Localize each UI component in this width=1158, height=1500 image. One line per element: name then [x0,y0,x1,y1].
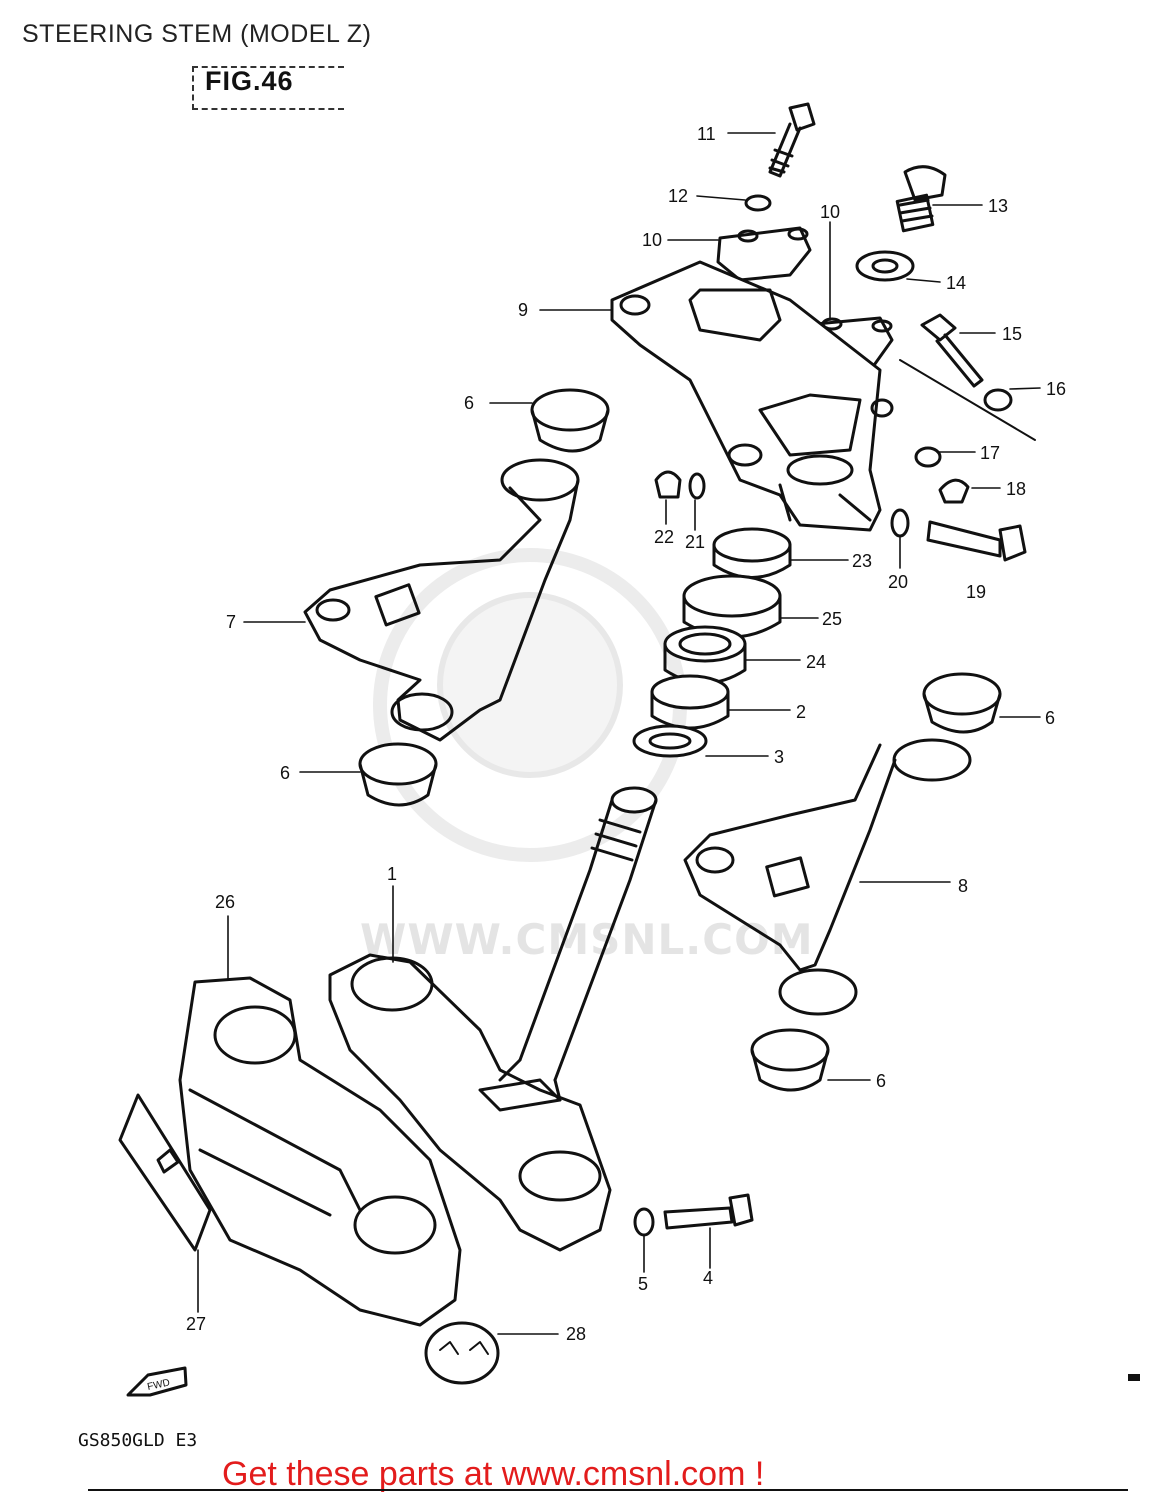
footer-divider [88,1489,1128,1491]
bracket-8 [683,738,972,1016]
washer-3 [632,724,708,758]
callout-24: 24 [806,652,826,672]
steering-stem-1 [328,786,658,1252]
bolt-15 [920,313,984,388]
bearing-24 [663,625,747,685]
cushion-6-top [530,388,610,453]
washer-16 [983,388,1013,412]
figure-label: FIG.46 [205,66,294,96]
callout-3: 3 [774,747,784,767]
callout-23: 23 [852,551,872,571]
bolt-4 [663,1193,754,1230]
holder-hole [737,229,759,243]
washer-21 [688,472,706,500]
bolt-13 [895,165,947,233]
steering-nut-23 [712,527,792,579]
holder-hole [871,319,893,333]
fwd-arrow-icon [126,1366,188,1397]
callout-10: 10 [820,202,840,222]
nut-17 [914,446,942,468]
callout-12: 12 [668,186,688,206]
callout-14: 14 [946,273,966,293]
bracket-7 [303,458,580,742]
page-title: STEERING STEM (MODEL Z) [22,20,372,48]
callout-16: 16 [1046,379,1066,399]
cap-28 [424,1321,500,1385]
callout-9: 9 [518,300,528,320]
lock-washer-12 [744,194,772,212]
cushion-6-right-top [922,672,1002,734]
callouts: 11 12 13 10 10 14 9 15 16 17 18 6 22 21 … [186,124,1066,1344]
callout-6: 6 [876,1071,886,1091]
callout-15: 15 [1002,324,1022,344]
callout-11: 11 [697,124,716,144]
callout-6: 6 [280,763,290,783]
page-mark [1128,1374,1140,1381]
upper-bracket-9 [610,260,894,532]
model-code: GS850GLD E3 [78,1430,198,1451]
callout-28: 28 [566,1324,586,1344]
callout-17: 17 [980,443,1000,463]
callout-19: 19 [966,582,986,602]
cushion-6-left [358,742,438,807]
cushion-6-right-bottom [750,1028,830,1092]
stem-cover-26 [178,976,462,1327]
guide-line [899,359,1036,441]
leader-lines [197,132,1041,1335]
callout-4: 4 [703,1268,713,1288]
callout-22: 22 [654,527,674,547]
callout-27: 27 [186,1314,206,1334]
bearing-2 [650,674,730,730]
watermark-text: WWW.CMSNL.COM [360,915,814,964]
callout-20: 20 [888,572,908,592]
callout-8: 8 [958,876,968,896]
callout-6: 6 [1045,708,1055,728]
figure-label-frame [192,66,344,110]
cap-nut-22 [654,470,682,499]
callout-13: 13 [988,196,1008,216]
washer-5 [633,1207,655,1237]
handlebar-holder-10-upper [716,226,812,282]
callout-18: 18 [1006,479,1026,499]
callout-25: 25 [822,609,842,629]
washer-14 [855,250,915,282]
callout-1: 1 [387,864,397,884]
callout-2: 2 [796,702,806,722]
washer-14-hole [871,258,899,274]
callout-7: 7 [226,612,236,632]
callout-21: 21 [685,532,705,552]
washer-20 [890,508,910,538]
cap-nut-18 [938,478,970,504]
watermark-logo [373,548,687,862]
callout-5: 5 [638,1274,648,1294]
callout-10: 10 [642,230,662,250]
callout-26: 26 [215,892,235,912]
emblem-27 [118,1093,212,1252]
fwd-label: FWD [146,1377,171,1392]
holder-hole [787,227,809,241]
bolt-19 [926,520,1027,562]
callout-6: 6 [464,393,474,413]
footer-shop-link[interactable]: Get these parts at www.cmsnl.com ! [222,1455,765,1493]
bolt-11 [768,102,816,178]
